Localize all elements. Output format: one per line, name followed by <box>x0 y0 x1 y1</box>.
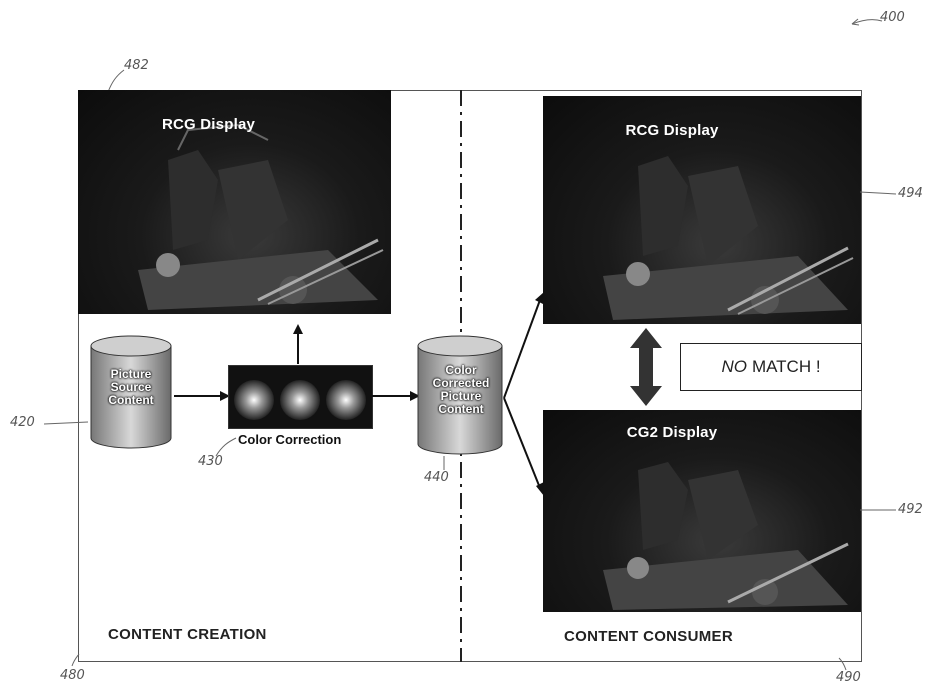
content-consumer-label: CONTENT CONSUMER <box>564 628 733 645</box>
color-correction-panel <box>228 365 373 429</box>
ref-490-leader <box>838 657 847 671</box>
arrow-to-corrected <box>372 391 420 401</box>
ref-420-leader <box>44 421 89 425</box>
corrected-database-icon <box>417 335 503 455</box>
corrected-label-line-1: Color <box>445 363 477 377</box>
consumer-rcg-display: RCG Display <box>543 96 861 324</box>
corrected-label-line-3: Picture <box>440 389 482 403</box>
source-label-line-2: Source <box>110 380 152 394</box>
display-title: RCG Display <box>161 116 256 133</box>
display-image <box>603 156 854 320</box>
corrected-label-line-4: Content <box>438 402 484 416</box>
arrow-to-correction <box>174 391 230 401</box>
color-wheels-image <box>234 380 366 420</box>
source-label-line-1: Picture <box>110 367 152 381</box>
no-match-text: MATCH ! <box>751 357 821 376</box>
ref-440: 440 <box>424 470 449 485</box>
ref-430-leader <box>215 437 237 457</box>
display-image <box>138 123 384 310</box>
source-label-line-3: Content <box>108 393 154 407</box>
ref-494-leader <box>860 191 897 195</box>
comparison-arrow <box>630 328 662 406</box>
ref-492: 492 <box>898 502 923 517</box>
content-creation-label: CONTENT CREATION <box>108 626 267 643</box>
no-match-emphasis: NO <box>721 357 747 376</box>
source-database-icon <box>90 335 172 449</box>
ref-440-leader <box>443 456 445 470</box>
source-cylinder-label: Picture Source Content <box>90 368 172 407</box>
ref-430: 430 <box>198 454 223 469</box>
corrected-cylinder-label: Color Corrected Picture Content <box>416 364 506 416</box>
figure-ref-leader <box>851 18 883 26</box>
ref-482: 482 <box>124 58 149 73</box>
figure-ref-numeral: 400 <box>880 10 905 25</box>
ref-480-leader <box>71 653 80 667</box>
display-title: CG2 Display <box>626 424 718 441</box>
display-image <box>603 462 849 610</box>
ref-480: 480 <box>60 668 85 683</box>
ref-494: 494 <box>898 186 923 201</box>
no-match-callout: NO MATCH ! <box>680 343 862 391</box>
corrected-label-line-2: Corrected <box>432 376 490 390</box>
ref-490: 490 <box>836 670 861 685</box>
ref-482-leader <box>107 69 125 93</box>
ref-420: 420 <box>10 415 35 430</box>
ref-492-leader <box>860 509 896 511</box>
color-correction-label: Color Correction <box>238 432 342 447</box>
creation-rcg-display: RCG Display <box>78 90 391 314</box>
arrow-to-display <box>293 324 303 364</box>
consumer-cg2-display: CG2 Display <box>543 410 861 612</box>
distribution-arrows <box>503 292 544 496</box>
display-title: RCG Display <box>625 122 719 139</box>
